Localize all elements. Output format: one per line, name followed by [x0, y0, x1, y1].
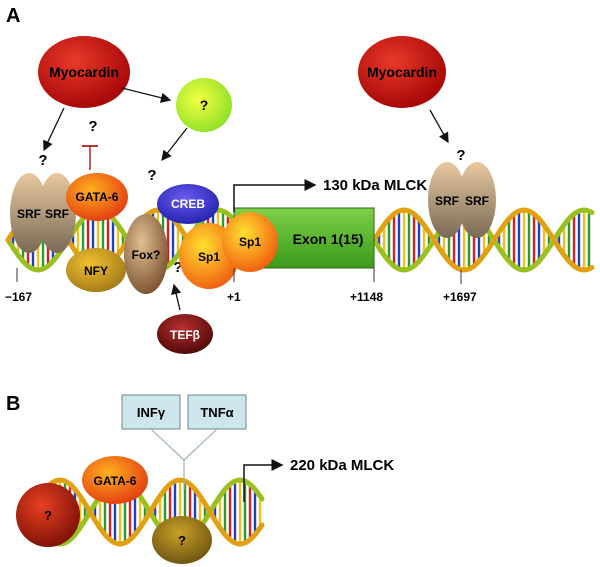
myocardin-left-label: Myocardin — [49, 64, 119, 80]
unknown-b1-label: ? — [44, 508, 52, 523]
sp1-label-1: Sp1 — [198, 250, 220, 264]
srf-right-2 — [458, 162, 496, 238]
unknown-b2-label: ? — [178, 533, 186, 548]
panel-b-label: B — [6, 393, 20, 415]
cytokine-tnfa-label: TNFα — [200, 405, 233, 420]
unknown-factor-yellow-label: ? — [200, 97, 209, 113]
position-plus1: +1 — [227, 290, 241, 304]
arrow-unknown-to-fox — [161, 127, 188, 162]
exon-label: Exon 1(15) — [293, 231, 364, 247]
question-mark: ? — [147, 167, 156, 184]
transcript-b-label: 220 kDa MLCK — [290, 457, 394, 474]
arrow-tefb — [171, 283, 182, 311]
sp1-label-2: Sp1 — [239, 235, 261, 249]
arrow-myocardin-to-srf — [43, 107, 65, 152]
tefb-label: TEFβ — [170, 328, 200, 342]
position-neg167: −167 — [5, 290, 32, 304]
fox-label: Fox? — [132, 248, 161, 262]
cytokine-infg-box — [121, 394, 181, 430]
cytokine-connector — [150, 428, 218, 461]
srf-right-2-label: SRF — [465, 194, 489, 208]
panel-a-label: A — [6, 5, 20, 27]
srf-left-1-label: SRF — [17, 207, 41, 221]
srf-left-2-label: SRF — [45, 207, 69, 221]
unknown-factor-b2 — [152, 516, 212, 564]
creb-label: CREB — [171, 197, 205, 211]
question-mark: ? — [88, 118, 97, 135]
srf-right-1 — [428, 162, 466, 238]
myocardin-left — [38, 36, 130, 108]
creb-factor — [157, 184, 219, 224]
question-mark: ? — [456, 147, 465, 164]
dna-strand — [27, 477, 265, 547]
arrow-myocardin-to-unknown — [121, 87, 172, 103]
question-mark: ? — [173, 259, 182, 276]
tss-arrow-a — [233, 179, 317, 212]
unknown-factor-yellow — [176, 78, 232, 132]
dna-strand — [371, 207, 595, 273]
gata6-label: GATA-6 — [76, 190, 119, 204]
srf-left-1 — [10, 173, 48, 253]
tss-arrow-b — [243, 459, 284, 502]
dna-strand — [27, 477, 265, 547]
sp1-factor-2 — [222, 212, 278, 272]
tefb-factor — [157, 314, 213, 354]
transcript-a-label: 130 kDa MLCK — [323, 177, 427, 194]
dna-strand — [5, 207, 241, 273]
nfy-label: NFY — [84, 264, 108, 278]
position-plus1697: +1697 — [443, 290, 477, 304]
unknown-factor-b1 — [16, 483, 80, 547]
gata6-b-label: GATA-6 — [94, 474, 137, 488]
cytokine-infg-label: INFγ — [137, 405, 166, 420]
myocardin-right — [358, 36, 446, 108]
gata6-factor — [66, 173, 128, 221]
myocardin-right-label: Myocardin — [367, 64, 437, 80]
question-mark: ? — [38, 152, 47, 169]
gata6-factor-b — [82, 456, 148, 504]
position-plus1148: +1148 — [350, 290, 383, 304]
arrow-myocardin-to-srf-right — [429, 109, 449, 144]
nfy-factor — [66, 248, 126, 292]
srf-right-1-label: SRF — [435, 194, 459, 208]
fox-factor — [124, 214, 168, 294]
